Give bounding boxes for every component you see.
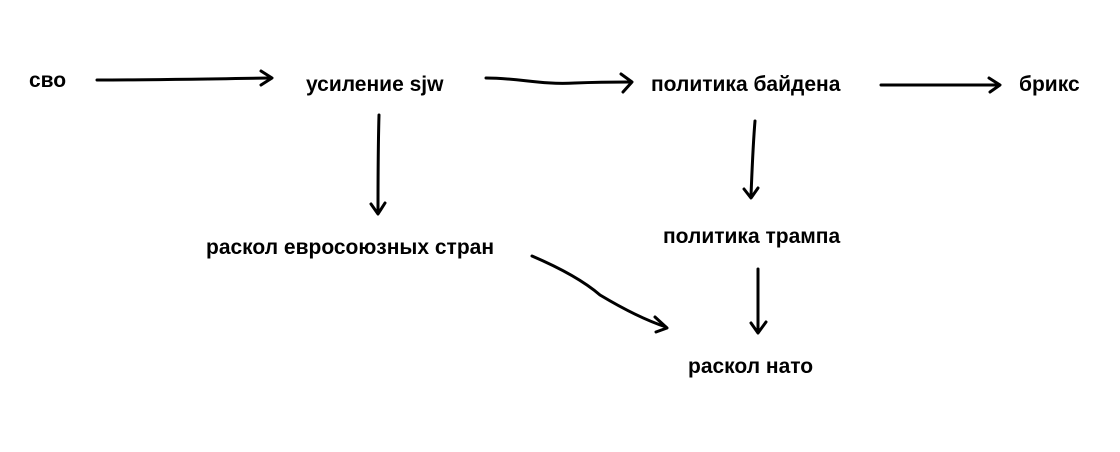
arrow-head <box>619 72 634 94</box>
edge-line <box>95 76 272 82</box>
node-eu-split: раскол евросоюзных стран <box>206 236 495 259</box>
arrow-head <box>749 320 768 335</box>
edge-line <box>376 113 381 214</box>
edge-svo-to-sjw <box>95 69 274 87</box>
edge-trump-to-nato-split <box>749 267 768 335</box>
node-biden-policy: политика байдена <box>651 73 841 96</box>
arrow-head <box>987 76 1002 94</box>
arrow-head <box>653 315 669 334</box>
edge-eu-split-to-nato-split <box>530 254 669 334</box>
arrow-head <box>742 186 760 200</box>
node-nato-split: раскол нато <box>688 355 814 378</box>
node-trump-policy: политика трампа <box>663 225 841 248</box>
arrow-head <box>369 201 387 216</box>
edge-biden-to-trump <box>742 119 760 200</box>
edge-line <box>749 119 757 198</box>
edge-biden-to-briks <box>879 76 1002 94</box>
node-sjw: усиление sjw <box>306 73 444 96</box>
edge-sjw-to-eu-split <box>369 113 387 216</box>
node-svo: сво <box>29 69 67 92</box>
edge-line <box>530 254 668 329</box>
edge-sjw-to-biden <box>484 72 634 94</box>
edge-line <box>484 76 632 85</box>
node-briks: брикс <box>1019 73 1080 96</box>
arrow-head <box>259 69 274 87</box>
